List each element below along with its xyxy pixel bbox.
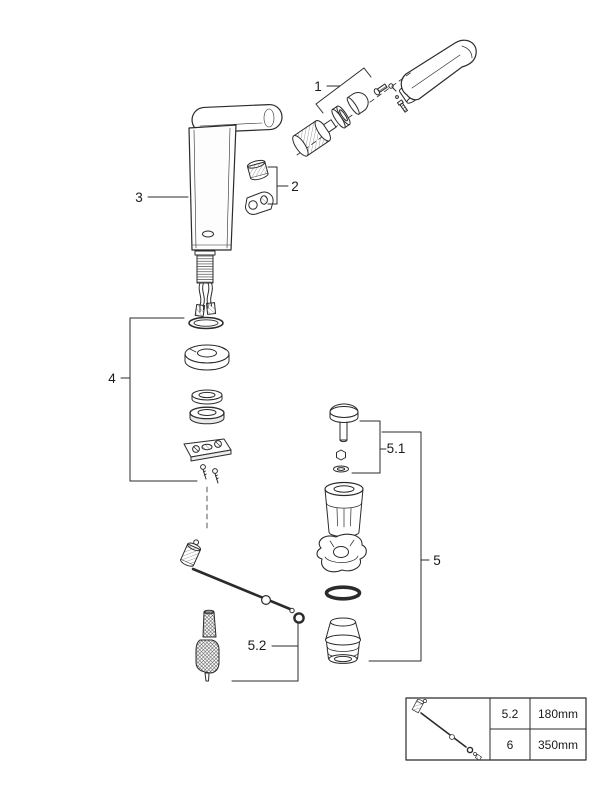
drain-clamp: [316, 533, 367, 573]
table-mini-diagram: [411, 699, 482, 761]
rod-nut: [333, 449, 349, 473]
drain-tailpiece: [325, 617, 361, 664]
callout-4-label: 4: [108, 371, 116, 386]
callout-5-1-label: 5.1: [387, 441, 406, 456]
drain-o-ring: [324, 585, 362, 601]
lever-rod-pivot: [180, 539, 202, 567]
callout-1-label: 1: [314, 79, 322, 94]
mounting-horseshoe: [184, 344, 230, 371]
handle-screws: [388, 83, 408, 113]
callout-2-bracket: [267, 166, 289, 205]
cartridge: [292, 119, 337, 157]
lever-handle: [400, 39, 477, 101]
table-ref-1: 5.2: [502, 707, 519, 721]
plate-screws: [200, 464, 219, 484]
drain-flange: [324, 481, 364, 538]
callout-1-bracket: [315, 67, 372, 114]
cartridge-cap: [346, 92, 369, 115]
pop-up-rod: [191, 567, 295, 614]
spout-insert: [245, 191, 274, 215]
shank-and-hoses: [194, 250, 217, 317]
table-val-2: 350mm: [538, 738, 578, 752]
popup-knob: [329, 403, 359, 443]
callout-5-2-bracket: [231, 623, 299, 682]
braided-hose-upper: [202, 609, 217, 638]
aerator: [246, 159, 269, 181]
callout-3-label: 3: [135, 190, 143, 205]
cartridge-ring: [331, 105, 351, 129]
callout-5-bracket: [368, 431, 430, 662]
table-val-1: 180mm: [538, 707, 578, 721]
callout-4-bracket: [120, 317, 198, 482]
braided-hose-lower: [195, 639, 220, 682]
washer-2: [189, 406, 225, 425]
rod-o-ring: [293, 612, 305, 624]
cap-screw: [373, 83, 388, 96]
callout-5-1-bracket: [351, 420, 387, 474]
body-o-ring: [188, 316, 224, 330]
callout-2-label: 2: [291, 179, 299, 194]
dimension-table: 5.2 180mm 6 350mm: [405, 697, 587, 761]
callout-5-2-label: 5.2: [248, 638, 267, 653]
washer-1: [191, 389, 223, 405]
table-ref-2: 6: [507, 738, 514, 752]
faucet-body: [188, 103, 283, 251]
mounting-plate: [183, 438, 232, 462]
callout-5-label: 5: [433, 553, 441, 568]
